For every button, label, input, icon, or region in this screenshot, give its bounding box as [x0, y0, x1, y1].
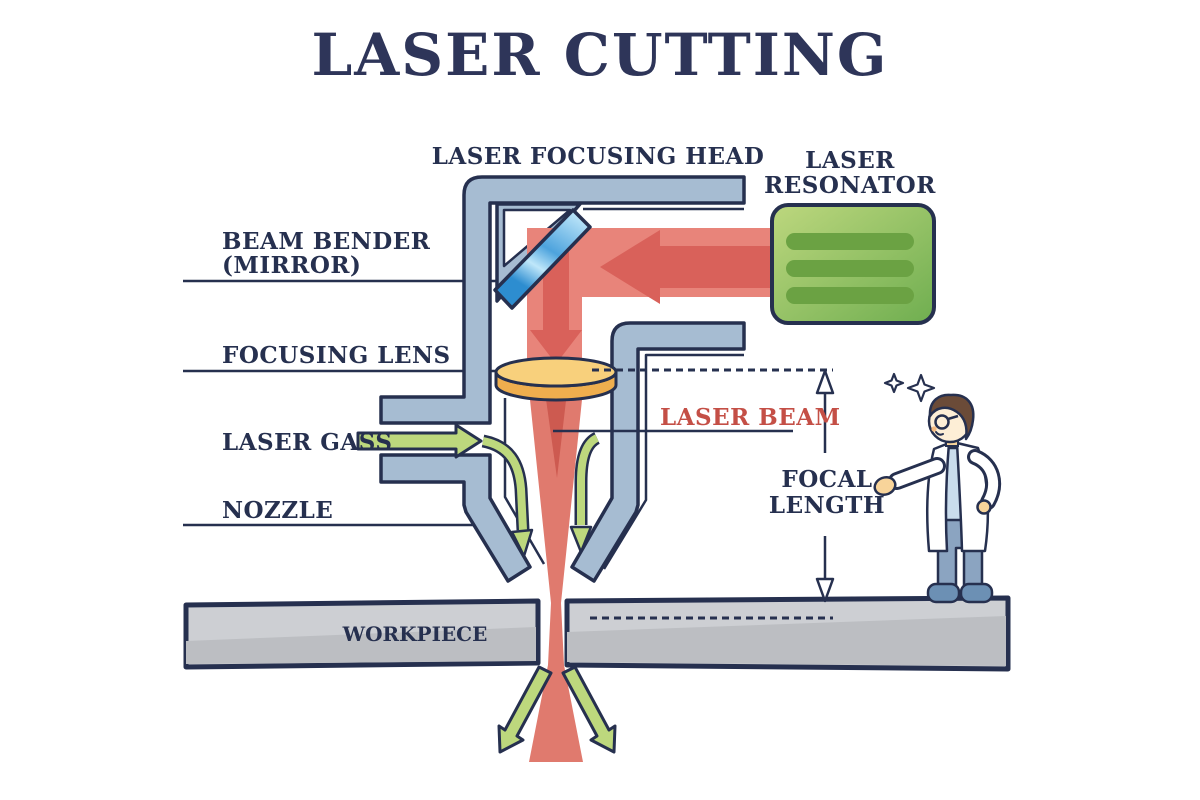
label-laser-gass: LASER GASS [222, 429, 392, 456]
scientist-left-arm [891, 460, 943, 487]
scientist-hair [928, 393, 975, 441]
scientist-blush [931, 426, 937, 432]
laser-resonator-box [770, 203, 936, 325]
page-title: LASER CUTTING [312, 21, 889, 89]
scientist-shoe [959, 582, 994, 604]
laser-gas-inlet-arrow [356, 423, 483, 459]
workpiece-right-shade [567, 616, 1006, 666]
gas-curved-arrows [481, 432, 601, 531]
resonator-bar [786, 260, 914, 277]
label-focusing-lens: FOCUSING LENS [222, 342, 451, 369]
label-laser-focusing-head: LASER FOCUSING HEAD [432, 143, 765, 170]
resonator-bar [786, 233, 914, 250]
scientist-smile [935, 431, 944, 436]
gas-exit-arrow-right [561, 665, 617, 754]
scientist-right-hand [976, 499, 992, 515]
beam-cone-dark-core [545, 392, 567, 478]
beam-bender-mirror-glass [493, 208, 592, 310]
workpiece-slabs [183, 595, 1011, 672]
sparkle-icon [906, 373, 936, 403]
workpiece-left-shade [186, 627, 536, 664]
gas-curve-right [577, 434, 600, 525]
beam-arrow-left [600, 230, 772, 304]
focal-length-dimension [815, 369, 835, 603]
label-laser-beam: LASER BEAM [660, 404, 841, 431]
scientist-left-hand [873, 475, 897, 497]
glasses-icon [934, 414, 950, 430]
beam-focused-cone [529, 390, 583, 762]
gas-curve-left [482, 437, 527, 531]
inner-pipe-outlines [503, 207, 744, 570]
gas-arrows [356, 423, 617, 754]
focusing-lens-shape [494, 356, 618, 402]
scientist-figure [873, 372, 1002, 604]
gas-exit-arrow-left [497, 665, 553, 754]
sparkle-icon [883, 372, 905, 394]
beam-arrow-down [530, 252, 582, 364]
glasses-temple [947, 414, 959, 421]
inner-line-right [602, 353, 744, 570]
inner-line-left [503, 398, 546, 565]
label-beam-bender-2: (MIRROR) [222, 252, 361, 279]
gas-curve-right-head [569, 525, 593, 554]
label-focal-length-2: LENGTH [769, 492, 885, 519]
pipe-top-left [379, 175, 746, 425]
focal-arrowhead-up [815, 369, 835, 395]
gas-curve-left-head [510, 528, 534, 558]
label-focal-length-1: FOCAL [781, 466, 872, 493]
pipe-lower-left-nozzle [379, 453, 532, 583]
label-laser-resonator-2: RESONATOR [764, 172, 936, 199]
label-laser-resonator-1: LASER [805, 147, 895, 174]
lens-top [494, 356, 618, 388]
diagram-labels: LASER FOCUSING HEAD LASER RESONATOR BEAM… [222, 143, 936, 646]
label-beam-bender-1: BEAM BENDER [222, 228, 431, 255]
pointer-lines [183, 279, 505, 527]
focal-arrowhead-down [815, 577, 835, 603]
label-workpiece: WORKPIECE [342, 622, 488, 646]
label-nozzle: NOZZLE [222, 497, 333, 524]
resonator-bar [786, 287, 914, 304]
laser-beam-shapes [527, 228, 772, 762]
scientist-shoe [926, 582, 961, 604]
scientist-right-arm [970, 452, 999, 507]
